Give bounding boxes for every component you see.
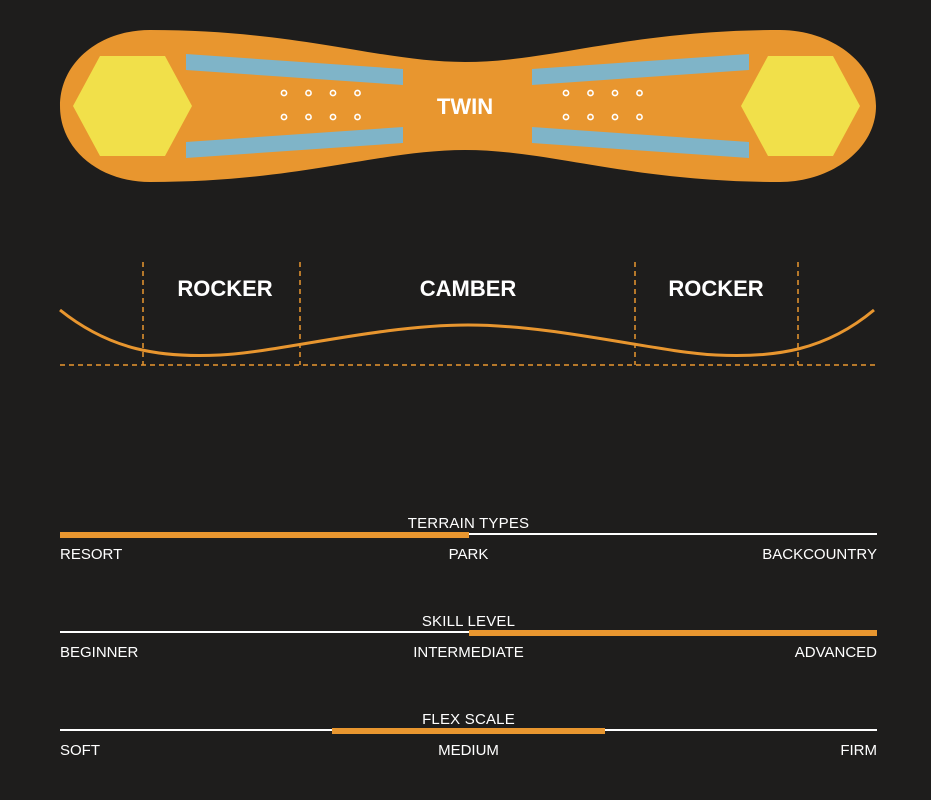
insert-hole	[611, 113, 619, 121]
zone-label-rocker-left: ROCKER	[177, 276, 272, 301]
stripe-bottom-right	[532, 127, 749, 158]
flex-scale: FLEX SCALE SOFT MEDIUM FIRM	[60, 711, 877, 771]
scale-label-max: BACKCOUNTRY	[762, 546, 877, 563]
insert-hole	[329, 113, 337, 121]
insert-hole	[636, 113, 643, 121]
insert-hole	[280, 89, 288, 97]
scale-label-mid: MEDIUM	[438, 742, 499, 759]
insert-hole	[305, 113, 312, 121]
insert-hole	[354, 113, 361, 121]
insert-hole	[562, 113, 570, 121]
insert-hole	[636, 89, 643, 97]
scale-label-max: FIRM	[840, 742, 877, 759]
profile-curve	[59, 308, 875, 358]
scale-fill	[332, 728, 605, 734]
insert-hole	[305, 89, 312, 97]
scale-title: SKILL LEVEL	[421, 613, 516, 630]
profile-diagram: ROCKER CAMBER ROCKER	[59, 262, 877, 366]
terrain-types-scale: TERRAIN TYPES RESORT PARK BACKCOUNTRY	[60, 515, 877, 575]
board-shape-label: TWIN	[437, 94, 493, 119]
scale-label-min: SOFT	[60, 742, 100, 759]
stripe-top-right	[532, 54, 749, 85]
insert-hole	[280, 113, 288, 121]
binding-inserts-right	[562, 89, 643, 121]
snowboard-illustration: TWIN	[60, 30, 876, 182]
stripe-top-left	[186, 54, 403, 85]
stripe-bottom-left	[186, 127, 403, 158]
scale-title: TERRAIN TYPES	[407, 515, 530, 532]
insert-hole	[611, 89, 619, 97]
scale-label-mid: INTERMEDIATE	[413, 644, 524, 661]
scale-label-min: RESORT	[60, 546, 123, 563]
zone-label-camber: CAMBER	[420, 276, 517, 301]
scale-label-mid: PARK	[448, 546, 489, 563]
insert-hole	[354, 89, 361, 97]
nose-hexagon	[73, 56, 192, 156]
scale-label-max: ADVANCED	[794, 644, 877, 661]
scale-label-min: BEGINNER	[60, 644, 139, 661]
scale-title: FLEX SCALE	[422, 711, 515, 728]
scale-track	[60, 533, 877, 535]
insert-hole	[329, 89, 337, 97]
zone-label-rocker-right: ROCKER	[668, 276, 763, 301]
scale-fill	[60, 532, 469, 538]
insert-hole	[587, 113, 594, 121]
scale-fill	[468, 630, 877, 636]
binding-inserts-left	[280, 89, 361, 121]
insert-hole	[587, 89, 594, 97]
skill-level-scale: SKILL LEVEL BEGINNER INTERMEDIATE ADVANC…	[60, 613, 877, 673]
insert-hole	[562, 89, 570, 97]
tail-hexagon	[741, 56, 860, 156]
